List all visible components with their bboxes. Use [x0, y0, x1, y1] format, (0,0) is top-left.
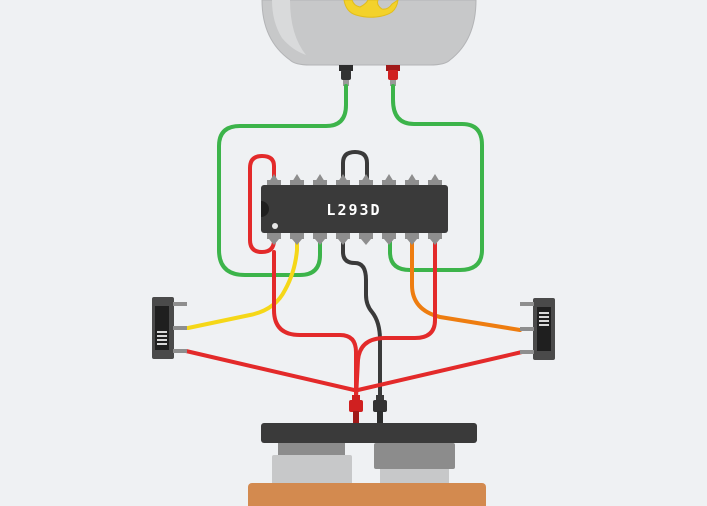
chip-top-pins: [267, 174, 442, 186]
switch-knob-right[interactable]: [539, 312, 549, 326]
wire-red-switch-left[interactable]: [184, 349, 356, 392]
wire-green-left[interactable]: [217, 84, 348, 277]
wire-red-loop-left[interactable]: [248, 154, 276, 254]
dc-motor[interactable]: [261, 0, 477, 86]
slide-switch-left[interactable]: [152, 297, 187, 359]
chip-body[interactable]: [261, 185, 448, 233]
battery-cell-right: [374, 443, 455, 469]
switch-knob-left[interactable]: [157, 331, 167, 345]
battery-terminal-black[interactable]: [373, 395, 387, 423]
battery-cap: [261, 423, 477, 443]
wire-red-switch-right[interactable]: [356, 350, 524, 392]
chip-bottom-pins: [267, 232, 442, 245]
wires: [184, 84, 524, 400]
wire-yellow[interactable]: [186, 237, 299, 330]
battery-pack[interactable]: [248, 395, 486, 506]
chip-label: L293D: [326, 201, 381, 219]
wire-red-chip-left[interactable]: [272, 250, 358, 400]
motor-body[interactable]: [261, 0, 477, 66]
gear-icon: [343, 0, 399, 18]
battery-base: [248, 483, 486, 506]
l293d-chip[interactable]: L293D: [261, 174, 448, 245]
motor-terminal-red[interactable]: [386, 65, 400, 86]
wire-red-chip-right[interactable]: [354, 237, 437, 400]
wire-green-right[interactable]: [388, 84, 484, 272]
battery-cell-left: [272, 455, 352, 485]
battery-terminal-red[interactable]: [349, 395, 363, 423]
wire-orange[interactable]: [410, 237, 522, 332]
motor-highlight: [272, 0, 306, 55]
battery-cell-right-lower: [380, 469, 449, 485]
slide-switch-right[interactable]: [520, 298, 555, 360]
wire-black-loop-top[interactable]: [341, 150, 369, 184]
wire-black-ground[interactable]: [341, 237, 382, 400]
motor-terminal-black[interactable]: [339, 65, 353, 86]
chip-pin1-dot: [272, 223, 278, 229]
chip-notch: [261, 201, 269, 217]
battery-cell-left-neck: [278, 443, 345, 455]
